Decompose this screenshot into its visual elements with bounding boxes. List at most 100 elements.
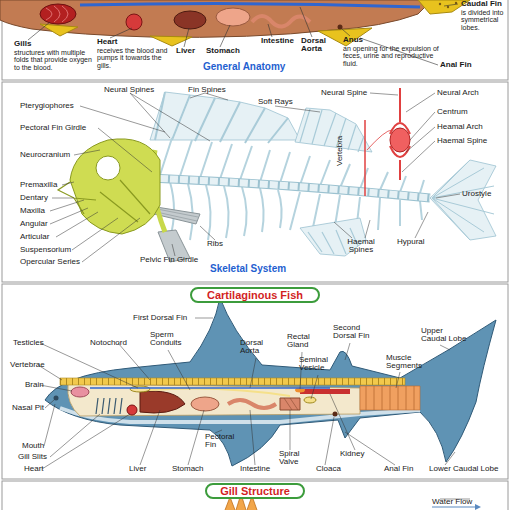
part-label: General Anatomy <box>203 62 285 73</box>
part-label: Spiral Valve <box>279 450 313 467</box>
part-label: Centrum <box>437 108 468 116</box>
zoom-pointer <box>367 130 392 150</box>
section-banner: Gill Structure <box>205 483 305 499</box>
part-label: Intestine <box>261 37 294 45</box>
kidney-organ <box>300 389 350 394</box>
gills-organ <box>40 4 76 24</box>
part-label: Water Flow <box>432 498 472 506</box>
seminal-vesicle <box>304 397 316 403</box>
part-label: Haemal Spine <box>437 137 487 145</box>
part-label: an opening for the expulsion of feces, u… <box>343 45 441 67</box>
part-label: Anal Fin <box>440 61 472 69</box>
part-label: structures with multiple folds that prov… <box>14 49 94 71</box>
heart-organ <box>127 405 137 415</box>
gill-slits <box>96 398 122 414</box>
part-label: Seminal Vesicle <box>299 356 341 373</box>
part-label: Maxilla <box>20 207 45 215</box>
part-label: Heamal Arch <box>437 123 483 131</box>
part-label: Vertebra <box>336 136 344 166</box>
part-label: Premaxilla <box>20 181 57 189</box>
leader-line <box>50 93 460 262</box>
heart-organ <box>126 14 142 30</box>
intestine-organ <box>252 16 310 27</box>
panel-frame <box>2 82 508 282</box>
notochord <box>60 378 405 385</box>
valve-spiral <box>284 398 298 410</box>
part-label: Heart <box>97 38 117 46</box>
part-label: Dentary <box>20 194 48 202</box>
vertebrae <box>150 178 430 198</box>
brain-organ <box>71 387 89 397</box>
part-label: Rectal Gland <box>287 333 321 350</box>
part-label: Stomach <box>206 47 240 55</box>
banner-title: Cartilaginous Fish <box>207 289 303 301</box>
part-label: Articular <box>20 233 49 241</box>
part-label: receives the blood and pumps it towards … <box>97 47 169 69</box>
muscle-segments <box>366 386 414 410</box>
body-cavity <box>68 384 360 416</box>
part-label: Soft Rays <box>258 98 293 106</box>
part-label: Dorsal Aorta <box>240 339 274 356</box>
water-flow-arrow <box>432 506 475 507</box>
shark-body <box>45 298 496 466</box>
part-label: Urostyle <box>462 190 491 198</box>
part-label: Neural Arch <box>437 89 479 97</box>
part-label: Pterygiophores <box>20 102 74 110</box>
vertebral-column <box>150 178 430 198</box>
caudal-rays <box>432 160 494 240</box>
anus-opening <box>338 25 343 30</box>
part-label: Fin Spines <box>188 86 226 94</box>
part-label: Angular <box>20 220 48 228</box>
part-label: Notochord <box>90 339 127 347</box>
part-label: Cloaca <box>316 465 341 473</box>
section-banner: Cartilaginous Fish <box>190 287 320 303</box>
arrow-head <box>475 504 481 510</box>
part-label: First Dorsal Fin <box>133 314 187 322</box>
part-label: Stomach <box>172 465 204 473</box>
vertebra-marker <box>364 120 366 196</box>
part-label: Caudal Fin <box>461 0 502 8</box>
part-label: Hypural <box>397 238 425 246</box>
part-label: Liver <box>129 465 146 473</box>
part-label: Anal Fin <box>384 465 413 473</box>
stomach-organ <box>216 8 250 26</box>
part-label: Suspensorium <box>20 246 71 254</box>
part-label: Anus <box>343 36 363 44</box>
part-label: Muscle Segments <box>386 354 428 371</box>
jaw-bones <box>58 180 150 222</box>
stomach-organ <box>191 397 219 411</box>
centrum <box>390 128 410 152</box>
nasal-pit <box>54 396 59 401</box>
vertebrae <box>60 378 405 385</box>
part-label: Neural Spine <box>321 89 367 97</box>
part-label: Opercular Series <box>20 258 80 266</box>
part-label: Skeletal System <box>210 264 286 275</box>
gill-folds <box>46 6 68 22</box>
part-label: Gill Slits <box>18 453 47 461</box>
sperm-conduit <box>150 388 290 396</box>
liver-organ <box>140 391 185 413</box>
part-label: Vertebrae <box>10 361 45 369</box>
part-label: is divided into symmetrical lobes. <box>461 9 509 31</box>
part-label: Pectoral Fin <box>205 433 239 450</box>
spiral-valve <box>280 398 300 410</box>
part-label: Liver <box>176 47 195 55</box>
ribs <box>170 182 282 240</box>
part-label: Upper Caudal Lobe <box>421 327 467 344</box>
part-label: Brain <box>25 381 44 389</box>
panel-frame <box>2 481 508 510</box>
part-label: Heart <box>24 465 44 473</box>
soft-rays <box>300 109 364 152</box>
part-label: Haemal Spines <box>341 238 381 255</box>
panel-frame <box>2 284 508 479</box>
dorsal-aorta <box>80 3 420 7</box>
part-label: Second Dorsal Fin <box>333 324 379 341</box>
muscle-band <box>360 386 420 410</box>
caudal-fin <box>430 160 496 240</box>
eye-orbit <box>96 156 120 180</box>
part-label: Pelvic Fin Girdle <box>140 256 198 264</box>
part-label: Neurocranium <box>20 151 70 159</box>
part-label: Lower Caudal Lobe <box>429 465 498 473</box>
banner-title: Gill Structure <box>220 485 290 497</box>
